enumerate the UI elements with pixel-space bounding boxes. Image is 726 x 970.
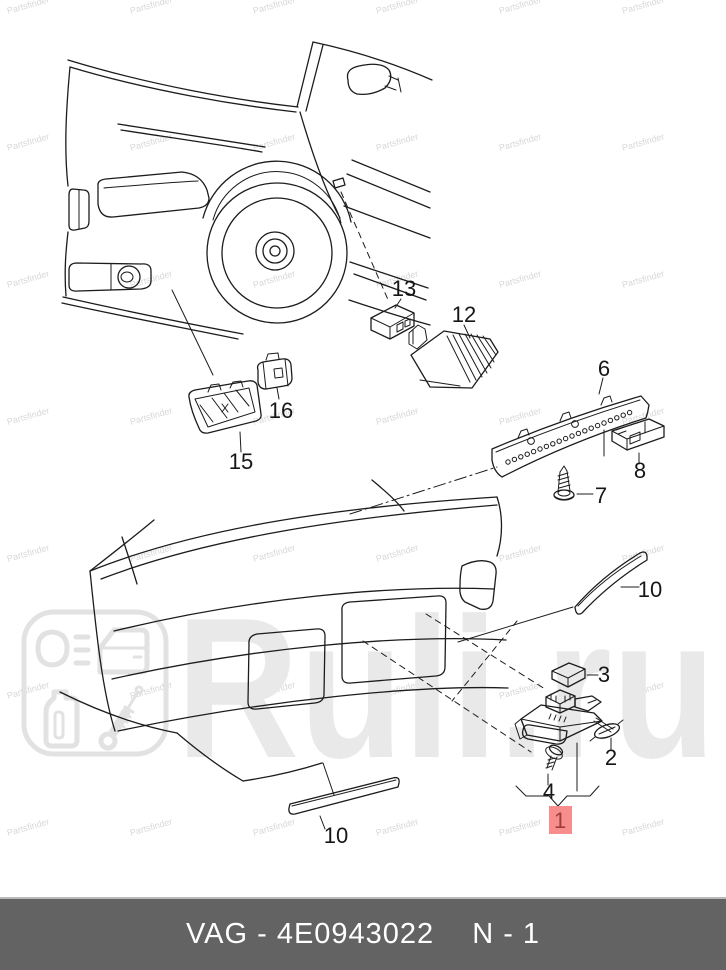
watermark-tile: Partsfinder (6, 131, 51, 153)
front-car-illustration (61, 41, 433, 340)
part-8-retainer (611, 418, 665, 451)
part-3-connector-clip (551, 662, 586, 688)
part-10-trim-strip-bottom (288, 776, 400, 815)
part-label-7[interactable]: 7 (595, 483, 607, 508)
part-label-13[interactable]: 13 (392, 276, 416, 301)
part-label-1[interactable]: 1 (554, 808, 566, 833)
catalog-code: VAG - 4E0943022 (185, 918, 435, 950)
part-7-screw (553, 465, 575, 501)
leader-lines (171, 191, 640, 830)
watermark-tile: Partsfinder (498, 405, 543, 427)
watermark-tile: Partsfinder (375, 405, 420, 427)
part-4-screw (545, 744, 564, 771)
watermark-tile: Partsfinder (498, 542, 543, 564)
part-label-10-bottom[interactable]: 10 (324, 823, 348, 848)
watermark-tile: Partsfinder (375, 816, 420, 838)
watermark-tile: Partsfinder (252, 131, 297, 153)
rear-car-illustration (59, 479, 509, 782)
watermark-tile: Partsfinder (252, 0, 297, 16)
page-reference: N - 1 (472, 918, 541, 950)
watermark-tile: Partsfinder (498, 268, 543, 290)
watermark-tile: Partsfinder (621, 268, 666, 290)
part-labels: 2 3 4 6 7 8 10 10 12 13 15 16 (229, 276, 662, 848)
watermark-tile: Partsfinder (621, 131, 666, 153)
part-6-mounting-strip (491, 395, 650, 478)
watermark-tile: Partsfinder (375, 542, 420, 564)
oil-can-icon (43, 689, 80, 749)
watermark-tile: Partsfinder (129, 405, 174, 427)
part-13-bulb-holder (370, 304, 415, 340)
highlighted-part-1[interactable]: 1 (549, 806, 572, 834)
watermark-tile: Partsfinder (252, 268, 297, 290)
watermark-tile: Partsfinder (6, 405, 51, 427)
part-label-12[interactable]: 12 (452, 302, 476, 327)
watermark-tile: Partsfinder (129, 816, 174, 838)
part-12-side-marker (408, 324, 499, 389)
car-door-icon (97, 627, 150, 675)
part-label-8[interactable]: 8 (634, 458, 646, 483)
watermark-tile: Partsfinder (6, 542, 51, 564)
watermark-tile: Partsfinder (6, 0, 51, 16)
watermark-tile: Partsfinder (375, 0, 420, 16)
watermark-tile: Partsfinder (6, 268, 51, 290)
part-2-festoon-bulb (589, 719, 624, 742)
part-label-4[interactable]: 4 (543, 779, 555, 804)
watermark-tile: Partsfinder (498, 131, 543, 153)
part-label-3[interactable]: 3 (598, 662, 610, 687)
part-label-15[interactable]: 15 (229, 449, 253, 474)
part-label-16[interactable]: 16 (269, 398, 293, 423)
part-15-fog-lens (188, 380, 262, 434)
footer-bar: VAG - 4E0943022 N - 1 (0, 897, 726, 970)
part-16-bulb-socket (256, 352, 293, 390)
headlight-icon (35, 629, 91, 668)
part-10-trim-strip-right (574, 551, 648, 615)
watermark-tile: Partsfinder (498, 0, 543, 16)
watermark-tile: Partsfinder (252, 542, 297, 564)
strip-holes (505, 409, 633, 465)
logo-frame (21, 609, 169, 757)
watermark-tile: Partsfinder (252, 816, 297, 838)
watermark-tile: Partsfinder (129, 0, 174, 16)
watermark-tile: Partsfinder (6, 679, 51, 701)
watermark-tile: Partsfinder (621, 816, 666, 838)
watermark-tile: Partsfinder (621, 0, 666, 16)
highlight-box[interactable] (549, 806, 572, 834)
part-label-10-right[interactable]: 10 (638, 577, 662, 602)
part-label-2[interactable]: 2 (605, 745, 617, 770)
watermark-tile: Partsfinder (375, 131, 420, 153)
watermark-tile: Partsfinder (6, 816, 51, 838)
watermark-tile: Partsfinder (498, 816, 543, 838)
part-label-6[interactable]: 6 (598, 356, 610, 381)
